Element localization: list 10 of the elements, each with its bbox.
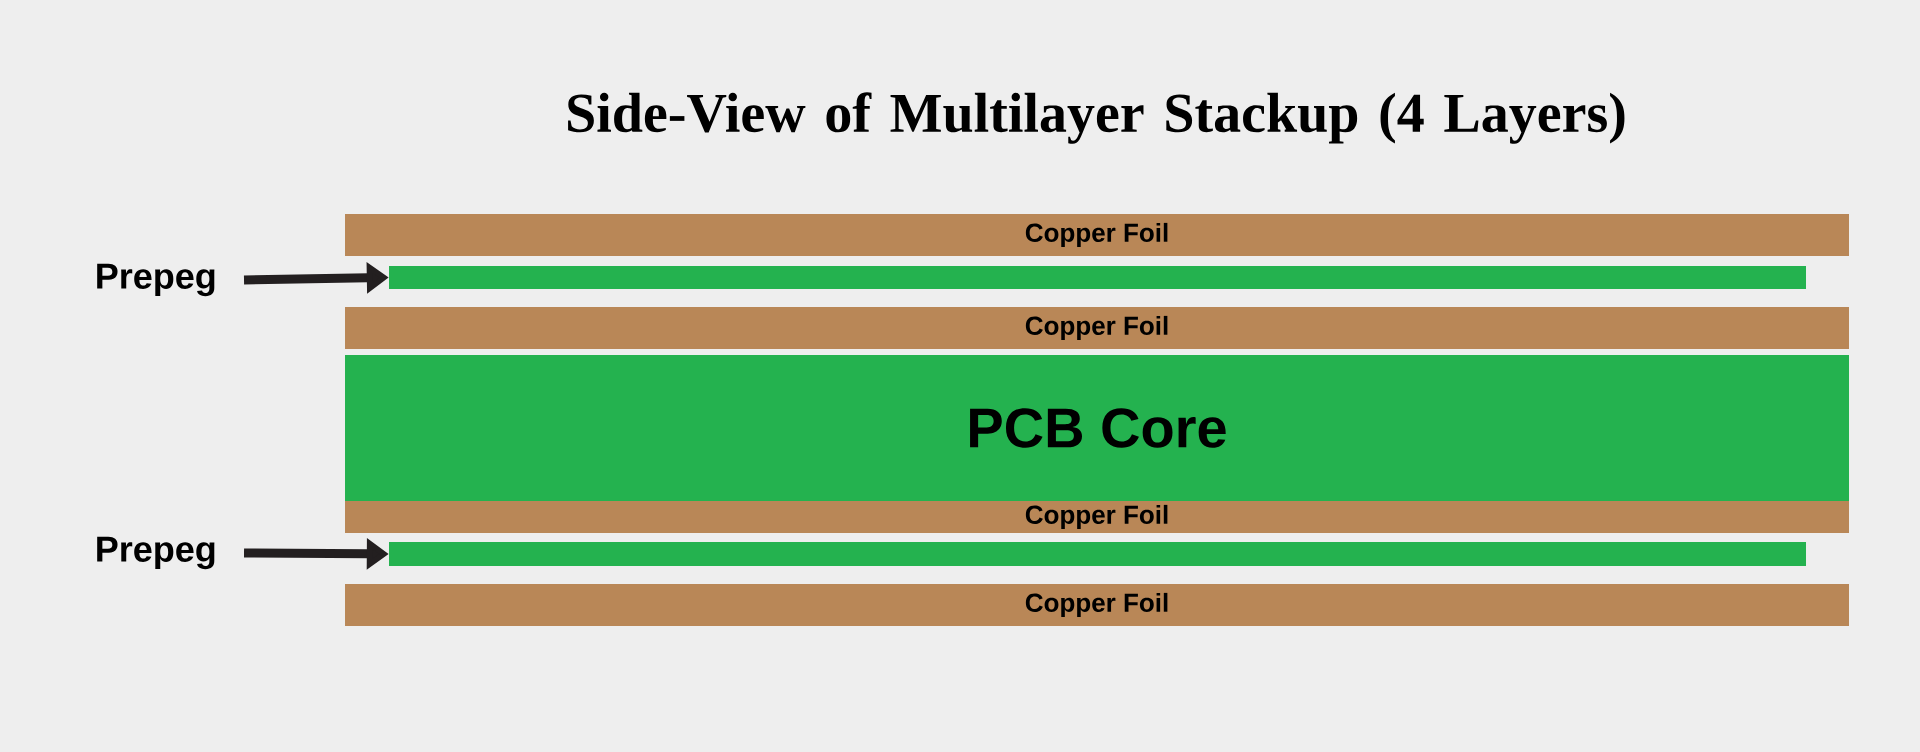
copper-foil-layer: Copper Foil <box>345 307 1849 349</box>
prepreg-layer <box>389 542 1806 566</box>
layer-label: Prepeg <box>97 536 215 570</box>
core-layer: PCB Core <box>345 355 1849 501</box>
copper-foil-layer: Copper Foil <box>345 214 1849 256</box>
copper-foil-layer: Copper Foil <box>345 584 1849 626</box>
layer-label: Prepeg <box>97 263 215 297</box>
prepreg-layer <box>389 266 1806 289</box>
copper-foil-layer: Copper Foil <box>345 501 1849 533</box>
title: Side-View of Multilayer Stackup (4 Layers) <box>568 92 1625 144</box>
